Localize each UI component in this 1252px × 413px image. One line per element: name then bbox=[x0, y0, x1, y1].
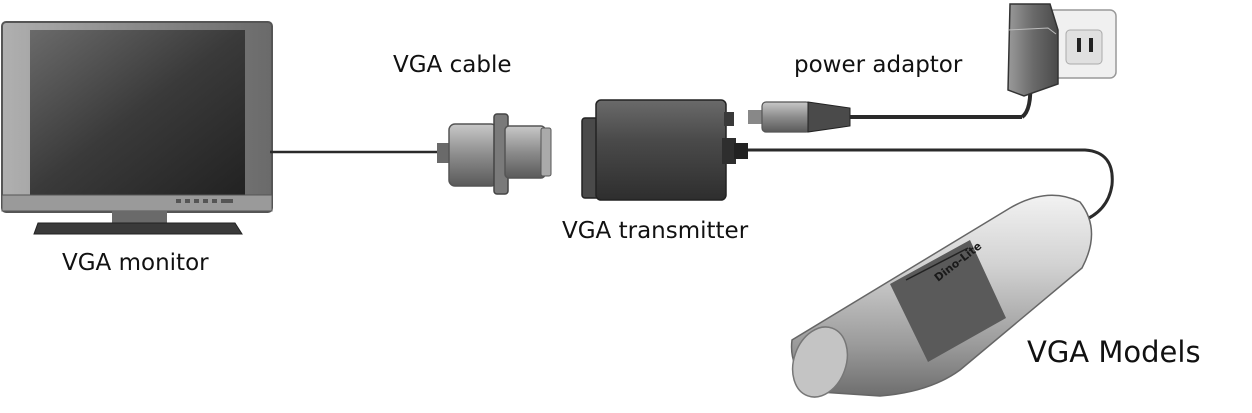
vga-transmitter-illustration bbox=[581, 99, 748, 201]
label-power-adaptor: power adaptor bbox=[794, 52, 963, 78]
monitor-screen bbox=[30, 30, 245, 195]
label-vga-transmitter: VGA transmitter bbox=[562, 218, 749, 244]
microscope-illustration: Dino-Lite bbox=[790, 194, 1093, 398]
label-vga-monitor: VGA monitor bbox=[62, 250, 209, 276]
adaptor-body bbox=[1007, 3, 1059, 97]
power-adaptor-illustration bbox=[1007, 3, 1117, 97]
vga-monitor-illustration bbox=[1, 21, 273, 235]
monitor-stand bbox=[33, 222, 243, 235]
label-vga-cable: VGA cable bbox=[393, 52, 512, 78]
microscope-band bbox=[890, 240, 1006, 362]
power-connector bbox=[748, 79, 1033, 133]
microscope-lens-end bbox=[791, 326, 849, 398]
vga-cable-plug bbox=[437, 113, 552, 195]
monitor-buttons bbox=[176, 199, 233, 203]
label-vga-models: VGA Models bbox=[1027, 335, 1201, 369]
microscope-cable bbox=[748, 148, 1114, 224]
